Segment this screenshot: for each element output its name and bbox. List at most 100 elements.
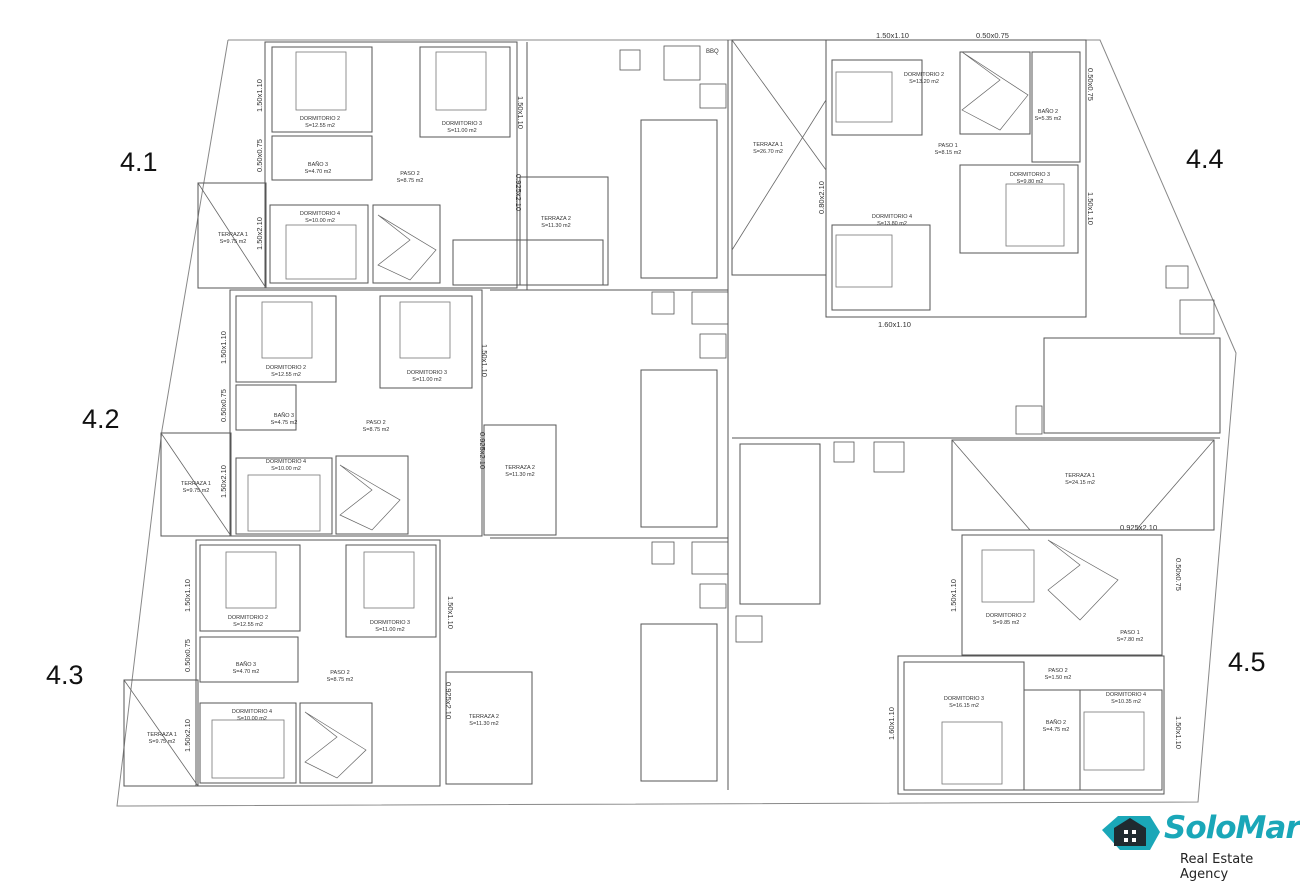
dimension-label: 0.50x0.75 <box>183 639 192 672</box>
room-area: S=24.15 m2 <box>1065 480 1095 486</box>
room-name: DORMITORIO 3 <box>1010 172 1050 178</box>
room-name: PASO 1 <box>938 143 957 149</box>
room-area: S=8.75 m2 <box>397 178 424 184</box>
dimension-label: 0.50x0.75 <box>1086 68 1095 101</box>
room-name: DORMITORIO 4 <box>872 214 912 220</box>
room-name: BAÑO 2 <box>1046 719 1066 726</box>
room-area: S=11.30 m2 <box>505 472 534 478</box>
room-area: S=9.85 m2 <box>993 620 1020 626</box>
bbq-label: BBQ <box>706 49 719 55</box>
room-area: S=26.70 m2 <box>753 149 783 155</box>
room-name: DORMITORIO 2 <box>904 72 944 78</box>
room-name: DORMITORIO 3 <box>442 121 482 127</box>
room-name: DORMITORIO 4 <box>266 459 306 465</box>
dimension-label: 1.50x2.10 <box>255 217 264 250</box>
unit-label-4-5: 4.5 <box>1228 647 1266 677</box>
room-area: S=4.70 m2 <box>305 169 332 175</box>
room-area: S=11.00 m2 <box>412 377 441 383</box>
unit-label-4-3: 4.3 <box>46 660 84 690</box>
room-name: DORMITORIO 2 <box>228 615 268 621</box>
dimension-label: 0.50x0.75 <box>255 139 264 172</box>
dimension-label: 1.50x1.10 <box>183 579 192 612</box>
room-name: BAÑO 3 <box>236 661 256 668</box>
room-name: TERRAZA 2 <box>541 216 571 222</box>
site-outline <box>116 39 1237 807</box>
room-area: S=11.30 m2 <box>469 721 498 727</box>
room-name: DORMITORIO 3 <box>370 620 410 626</box>
room-name: DORMITORIO 2 <box>986 613 1026 619</box>
room-area: S=10.35 m2 <box>1111 699 1141 705</box>
dimension-label: 1.60x1.10 <box>878 320 911 329</box>
room-name: TERRAZA 1 <box>1065 473 1095 479</box>
room-area: S=11.30 m2 <box>541 223 570 229</box>
unit-labels: 4.1 4.2 4.3 4.4 4.5 <box>46 144 1266 690</box>
house-logo-icon <box>1102 816 1160 850</box>
room-name: TERRAZA 1 <box>218 232 248 238</box>
unit-label-4-1: 4.1 <box>120 147 158 177</box>
walls <box>116 39 1237 807</box>
dimension-label: 1.50x1.10 <box>1086 192 1095 225</box>
room-area: S=9.75 m2 <box>149 739 176 745</box>
room-name: TERRAZA 1 <box>181 481 211 487</box>
room-area: S=9.80 m2 <box>1017 179 1044 185</box>
room-area: S=13.20 m2 <box>909 79 939 85</box>
room-area: S=8.75 m2 <box>363 427 390 433</box>
room-area: S=8.75 m2 <box>327 677 354 683</box>
room-name: TERRAZA 2 <box>469 714 499 720</box>
room-name: BAÑO 3 <box>308 161 328 168</box>
logo-tagline: Real Estate Agency <box>1180 852 1254 882</box>
room-name: PASO 2 <box>330 670 349 676</box>
dimension-label: 1.50x1.10 <box>255 79 264 112</box>
dimension-label: 0.50x0.75 <box>976 31 1009 40</box>
room-area: S=12.55 m2 <box>233 622 263 628</box>
logo-brand: SoloMar <box>1164 810 1300 846</box>
room-labels: DORMITORIO 2 S=12.55 m2 DORMITORIO 3 S=1… <box>147 72 1146 745</box>
dimension-label: 1.50x1.10 <box>876 31 909 40</box>
dimension-label: 0.50x0.75 <box>1174 558 1183 591</box>
room-area: S=4.70 m2 <box>233 669 260 675</box>
room-name: PASO 1 <box>1120 630 1139 636</box>
room-name: BAÑO 3 <box>274 412 294 419</box>
fixtures <box>619 45 1215 643</box>
room-area: S=9.75 m2 <box>183 488 210 494</box>
room-area: S=12.55 m2 <box>271 372 301 378</box>
beds <box>211 51 1145 785</box>
room-area: S=10.00 m2 <box>305 218 335 224</box>
dimension-label: 0.925x2.10 <box>1120 523 1157 532</box>
room-area: S=8.15 m2 <box>935 150 962 156</box>
stairs <box>304 51 1119 779</box>
dimension-label: 1.60x1.10 <box>887 707 896 740</box>
dimension-label: 1.50x1.10 <box>949 579 958 612</box>
room-area: S=9.75 m2 <box>220 239 247 245</box>
room-area: S=10.00 m2 <box>271 466 301 472</box>
solomar-logo: SoloMar Real Estate Agency <box>1098 808 1300 882</box>
room-name: DORMITORIO 3 <box>944 696 984 702</box>
room-area: S=10.00 m2 <box>237 716 267 722</box>
dimension-label: 0.80x2.10 <box>817 181 826 214</box>
room-name: TERRAZA 2 <box>505 465 535 471</box>
room-area: S=5.35 m2 <box>1035 116 1062 122</box>
room-area: S=7.80 m2 <box>1117 637 1144 643</box>
room-area: S=12.55 m2 <box>305 123 335 129</box>
room-name: DORMITORIO 4 <box>300 211 340 217</box>
room-area: S=16.15 m2 <box>949 703 979 709</box>
unit-label-4-4: 4.4 <box>1186 144 1224 174</box>
room-name: BAÑO 2 <box>1038 108 1058 115</box>
room-name: DORMITORIO 4 <box>1106 692 1146 698</box>
room-name: PASO 2 <box>366 420 385 426</box>
dimension-label: 1.50x1.10 <box>219 331 228 364</box>
room-name: PASO 2 <box>400 171 419 177</box>
dimension-label: 1.50x1.10 <box>446 596 455 629</box>
room-area: S=1.50 m2 <box>1045 675 1072 681</box>
terrace-diagonals <box>123 39 1215 787</box>
room-name: TERRAZA 1 <box>147 732 177 738</box>
room-area: S=11.00 m2 <box>375 627 404 633</box>
dimension-label: 0.925x2.10 <box>444 682 453 719</box>
room-area: S=13.80 m2 <box>877 221 907 227</box>
room-name: PASO 2 <box>1048 668 1067 674</box>
unit-label-4-2: 4.2 <box>82 404 120 434</box>
dimension-label: 1.50x2.10 <box>183 719 192 752</box>
dimension-label: 1.50x1.10 <box>516 96 525 129</box>
room-name: DORMITORIO 4 <box>232 709 272 715</box>
